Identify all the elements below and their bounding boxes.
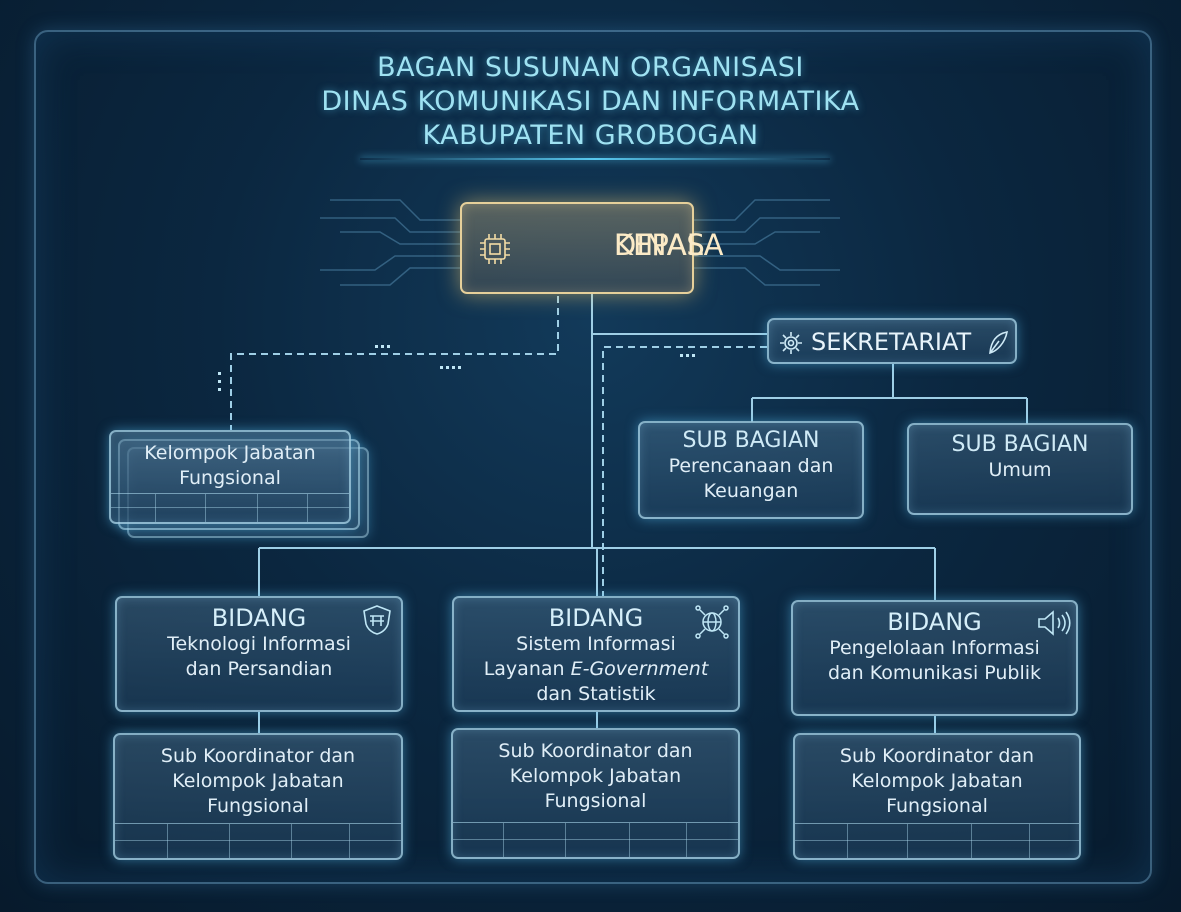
kepala-line-1: KEPALA: [614, 228, 724, 262]
sub-koordinator-1-grid: [115, 823, 401, 858]
bidang-3-line-2: dan Komunikasi Publik: [827, 662, 1042, 684]
sub-bagian-1-line-2: Keuangan: [703, 480, 799, 502]
sub-koordinator-3-line-1: Sub Koordinator dan: [839, 745, 1035, 767]
bidang-2-head: BIDANG: [548, 604, 644, 632]
kepala-line-2: DINAS: [614, 228, 705, 262]
bidang-2-line-1: Sistem Informasi: [516, 633, 676, 655]
globe-network-icon: [695, 605, 729, 639]
sub-koordinator-1-line-3: Fungsional: [207, 795, 309, 817]
kelompok-line-1: Kelompok Jabatan: [144, 442, 316, 464]
bidang-2-line-3-prefix: Layanan: [483, 658, 571, 680]
bidang-1-line-1: Teknologi Informasi: [167, 633, 351, 655]
bidang-teknologi-box: BIDANG Teknologi Informasi dan Persandia…: [115, 596, 403, 712]
sekretariat-box: SEKRETARIAT: [767, 318, 1017, 364]
sekretariat-label: SEKRETARIAT: [811, 328, 972, 356]
sub-koordinator-3-line-2: Kelompok Jabatan: [851, 770, 1023, 792]
bidang-3-line-1: Pengelolaan Informasi: [829, 637, 1040, 659]
feather-icon: [989, 330, 1008, 355]
kelompok-jabatan-box: Kelompok Jabatan Fungsional: [109, 430, 351, 524]
bidang-3-head: BIDANG: [887, 608, 982, 636]
outer-frame: [34, 30, 1152, 884]
kelompok-line-2: Fungsional: [179, 467, 281, 489]
sub-koordinator-2-line-1: Sub Koordinator dan: [498, 740, 693, 762]
title-line-1: BAGAN SUSUNAN ORGANISASI: [377, 52, 804, 83]
sub-koordinator-2-grid: [453, 822, 738, 857]
kepala-dinas-box: KEPALA DINAS: [460, 202, 723, 294]
shield-icon: [363, 605, 391, 635]
sub-bagian-2-head: SUB BAGIAN: [951, 432, 1089, 457]
sub-bagian-perencanaan-box: SUB BAGIAN Perencanaan dan Keuangan: [638, 421, 864, 519]
sub-bagian-1-head: SUB BAGIAN: [682, 428, 820, 453]
bidang-1-head: BIDANG: [211, 604, 307, 632]
title-line-2: DINAS KOMUNIKASI DAN INFORMATIKA: [321, 86, 860, 117]
bidang-2-line-3-italic: E-Government: [570, 658, 709, 680]
sub-koordinator-2-line-2: Kelompok Jabatan: [509, 765, 682, 787]
speaker-icon: [1038, 610, 1071, 636]
sub-bagian-1-line-1: Perencanaan dan: [668, 455, 834, 477]
sub-koordinator-1-box: Sub Koordinator dan Kelompok Jabatan Fun…: [113, 733, 403, 860]
sub-koordinator-3-box: Sub Koordinator dan Kelompok Jabatan Fun…: [793, 733, 1081, 860]
sub-koordinator-2-box: Sub Koordinator dan Kelompok Jabatan Fun…: [451, 728, 740, 859]
sub-koordinator-1-line-1: Sub Koordinator dan: [160, 745, 356, 767]
bidang-sistem-informasi-box: BIDANG Sistem Informasi Layanan E-Govern…: [452, 596, 740, 712]
sub-koordinator-2-line-3: Fungsional: [544, 790, 647, 812]
bidang-2-line-4: dan Statistik: [536, 683, 656, 705]
title-line-3: KABUPATEN GROBOGAN: [422, 120, 759, 151]
gear-icon: [780, 332, 802, 354]
bidang-2-line-3: Layanan E-Government: [454, 657, 738, 682]
sub-bagian-umum-box: SUB BAGIAN Umum: [907, 423, 1133, 515]
title-underline: [360, 158, 830, 160]
bidang-1-line-2: dan Persandian: [185, 658, 333, 680]
chip-icon: [480, 234, 510, 264]
sub-koordinator-1-line-2: Kelompok Jabatan: [172, 770, 344, 792]
sub-bagian-2-line-1: Umum: [988, 459, 1052, 481]
kelompok-grid: [111, 493, 349, 522]
bidang-pengelolaan-box: BIDANG Pengelolaan Informasi dan Komunik…: [791, 600, 1078, 716]
sub-koordinator-3-line-3: Fungsional: [886, 795, 988, 817]
sub-koordinator-3-grid: [795, 823, 1079, 858]
